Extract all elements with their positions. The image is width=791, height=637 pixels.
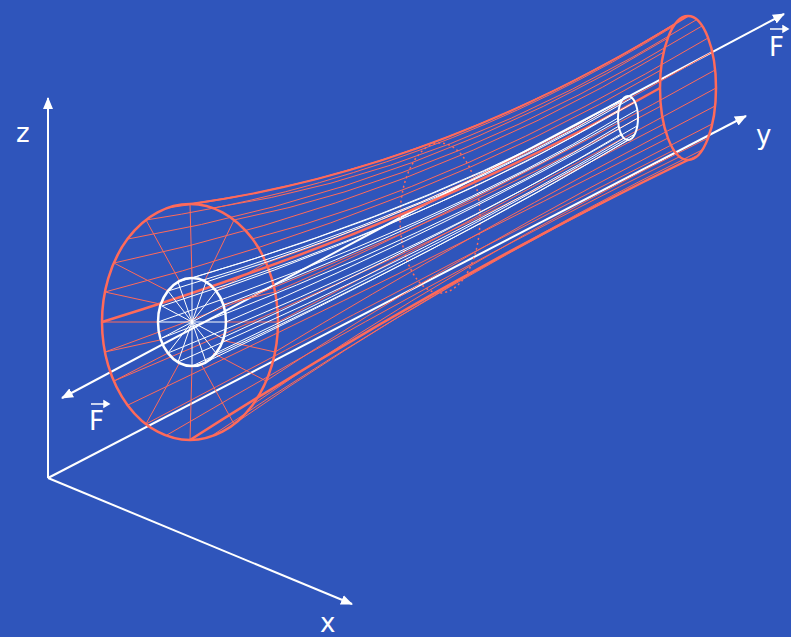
axis-label: x <box>320 610 335 636</box>
force-label: F <box>769 34 784 60</box>
inner-tube <box>158 96 638 366</box>
force-label: F <box>89 408 104 434</box>
outer-tube <box>102 16 716 440</box>
axis-label: z <box>16 120 30 146</box>
axis-label: y <box>756 122 771 148</box>
